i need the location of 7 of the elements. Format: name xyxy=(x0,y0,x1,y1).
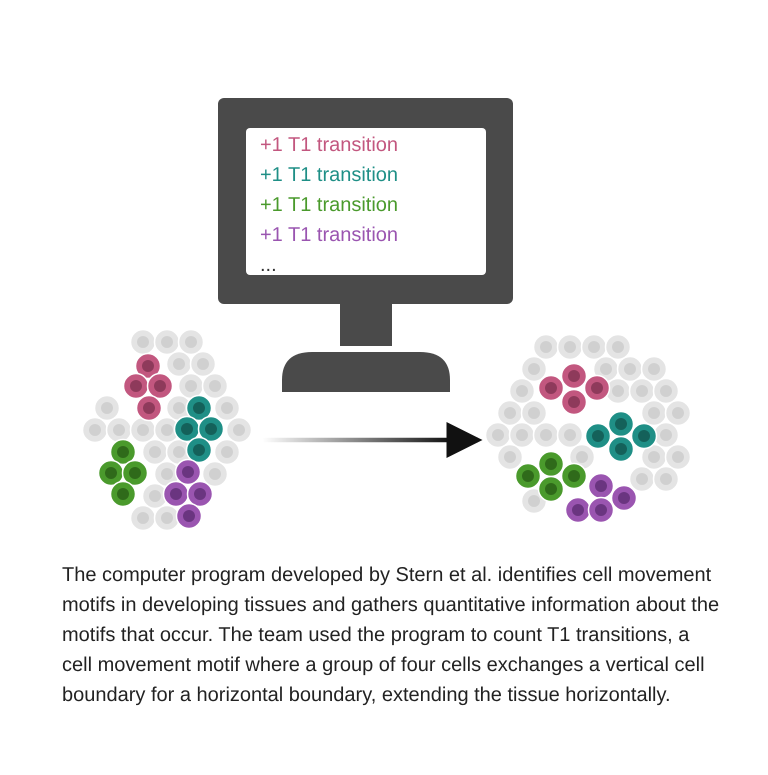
screen-text: ... xyxy=(260,253,278,278)
monitor-screen xyxy=(246,128,486,275)
screen-text: +1 T1 transition xyxy=(260,223,400,248)
screen-text: +1 T1 transition xyxy=(260,193,400,218)
caption: The computer program developed by Stern et al. identifies cell movement motifs in developing tissues and gathers quantitative information about the motifs that occur. The team used the program to count T1 transitions, a cell movement motif where a group of four cells exchanges a vertical cell boundary for a horizontal boundary, extending the tissue horizontally. xyxy=(62,563,720,708)
screen-text: +1 T1 transition xyxy=(260,163,400,188)
screen-text: +1 T1 transition xyxy=(260,133,400,158)
